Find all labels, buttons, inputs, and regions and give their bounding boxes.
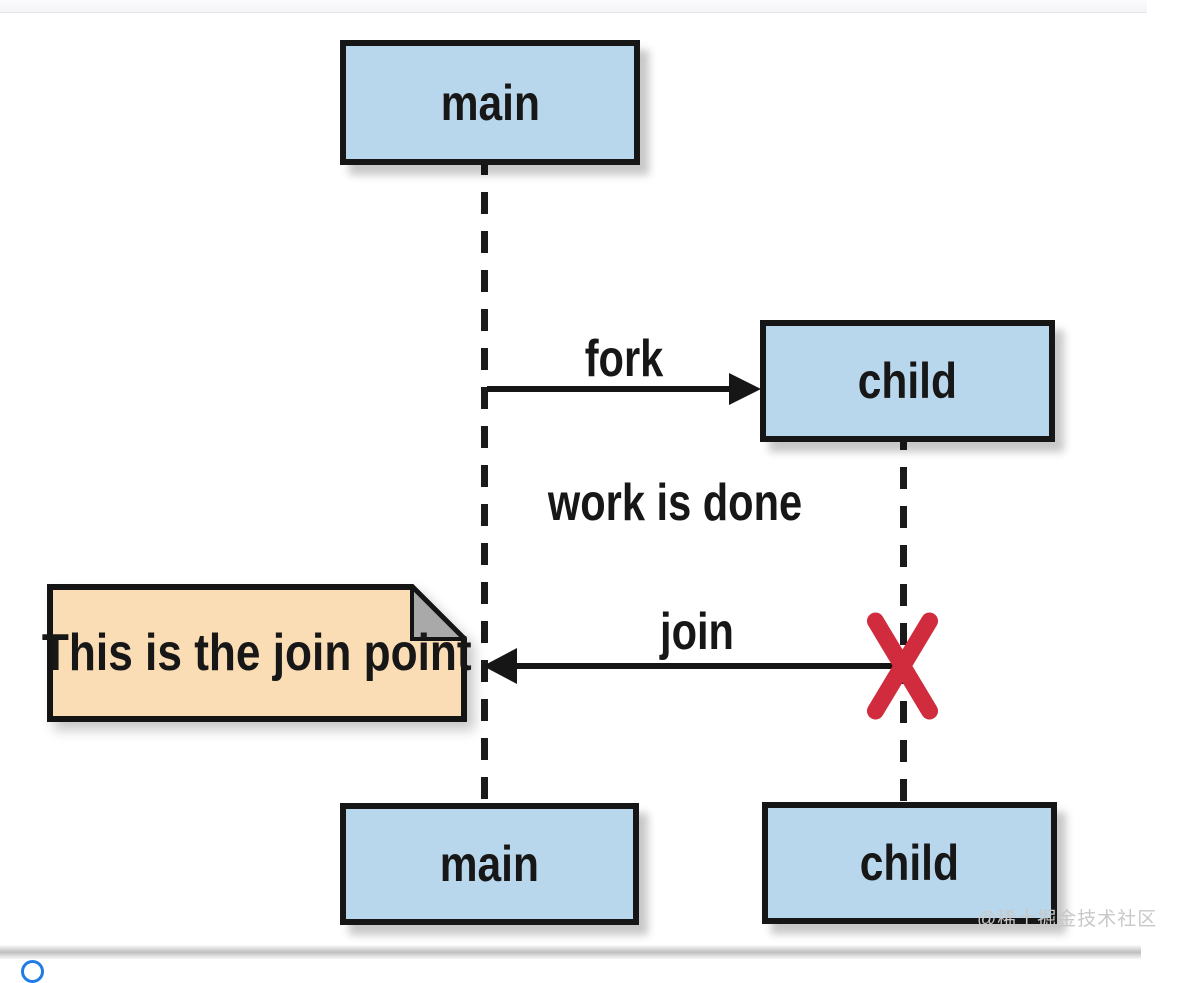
join-label: join: [651, 606, 743, 658]
card-top-edge: [0, 0, 1147, 13]
terminate-x-icon: [845, 600, 961, 732]
note-text: This is the join point: [42, 623, 472, 682]
work-done-label: work is done: [516, 477, 834, 529]
watermark: @稀土掘金技术社区: [977, 909, 1158, 930]
partial-blue-circle-icon: [21, 960, 44, 983]
fork-label-text: fork: [584, 330, 664, 388]
join-arrow-line: [505, 663, 903, 669]
actor-label: main: [439, 836, 540, 892]
lifeline-main: [481, 153, 488, 803]
fork-arrowhead-icon: [729, 373, 761, 405]
join-label-text: join: [660, 603, 734, 661]
note-box: This is the join point: [42, 587, 472, 718]
actor-box-main-bottom: main: [340, 803, 639, 925]
actor-box-child-top: child: [760, 320, 1055, 442]
actor-box-child-bottom: child: [762, 802, 1057, 924]
fork-label: fork: [575, 333, 673, 385]
lifeline-child: [900, 428, 907, 803]
fork-arrow-line: [487, 386, 735, 392]
card-bottom-shadow: [0, 945, 1141, 959]
work-done-text: work is done: [547, 474, 803, 532]
join-arrowhead-icon: [483, 648, 517, 684]
actor-label: child: [857, 353, 958, 409]
actor-label: child: [859, 835, 960, 891]
actor-label: main: [440, 74, 540, 131]
actor-box-main-top: main: [340, 40, 640, 165]
note-fold-icon: [410, 584, 467, 641]
note-shape: [47, 584, 467, 722]
